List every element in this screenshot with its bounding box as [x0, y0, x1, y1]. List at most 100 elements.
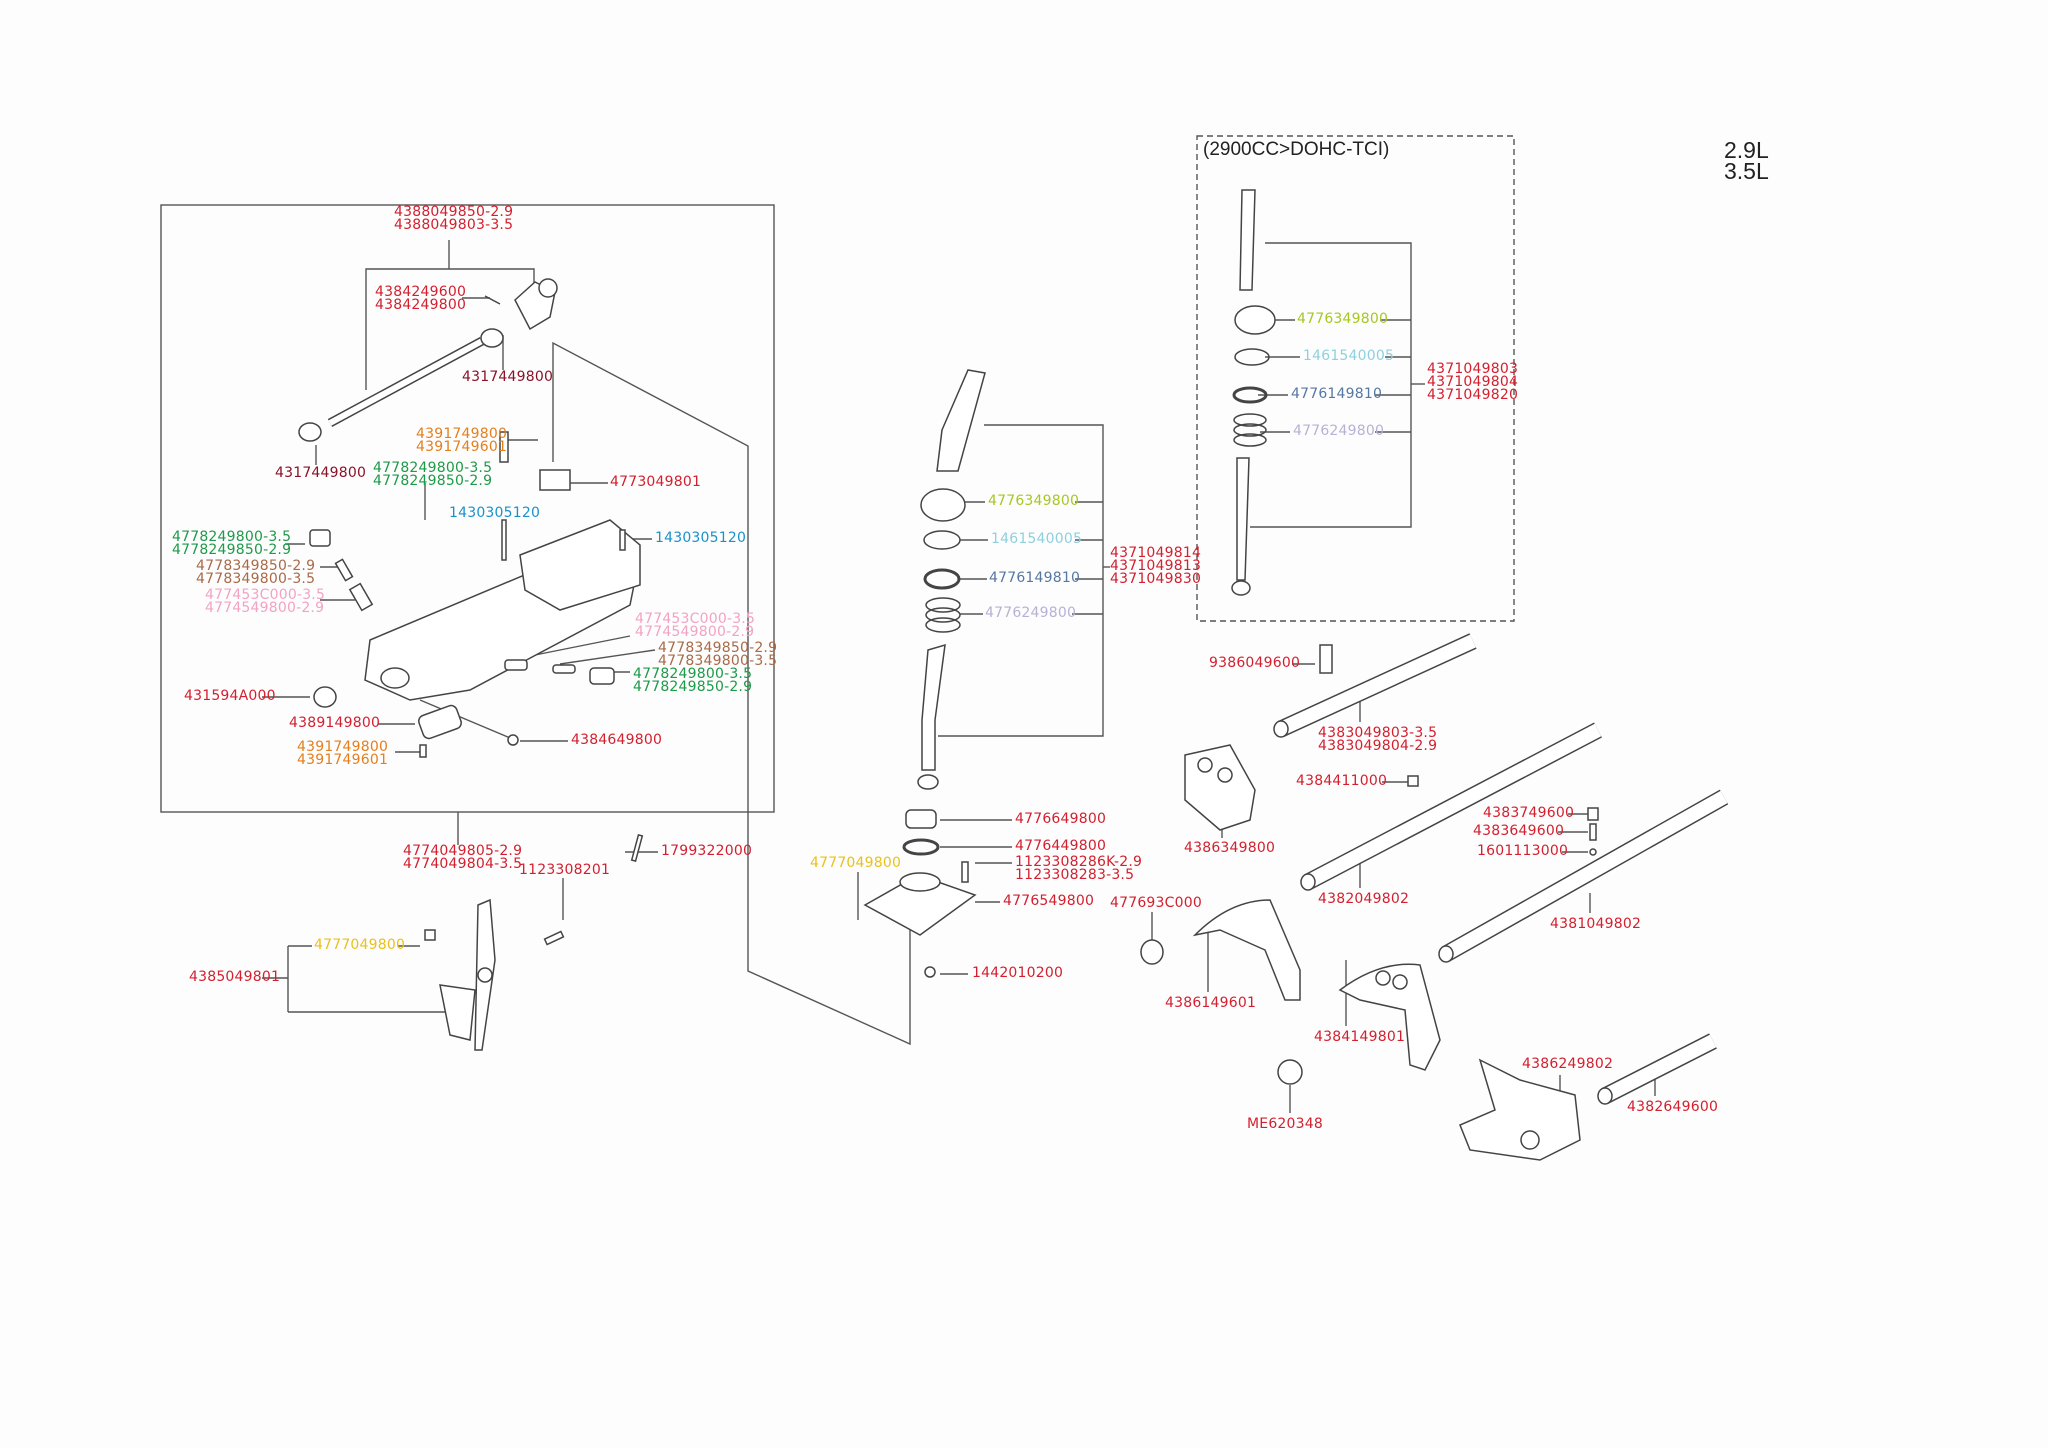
part-number-line: 4371049830 [1110, 571, 1202, 587]
part-label[interactable]: 4383749600 [1483, 805, 1575, 821]
part-number-line: 1123308283-3.5 [1015, 867, 1135, 883]
bush-part [1140, 939, 1164, 965]
bracket-line [365, 268, 535, 390]
part-label[interactable]: 4386349800 [1184, 840, 1276, 856]
part-number-line: 4388049850-2.9 [394, 204, 514, 220]
part-label[interactable]: 4317449800 [462, 369, 554, 385]
part-label[interactable]: 4383649600 [1473, 823, 1565, 839]
part-number-line: 477453C000-3.5 [635, 611, 756, 627]
part-label[interactable]: 4384149801 [1314, 1029, 1406, 1045]
part-number-line: 4384249600 [375, 284, 467, 300]
fork-part [1338, 963, 1441, 1071]
part-number-line: 4388049803-3.5 [394, 217, 514, 233]
part-label[interactable]: 1430305120 [449, 505, 541, 521]
tci-lever-lower-part [1236, 457, 1250, 581]
tci-group-frame [1196, 135, 1515, 622]
section-note: (2900CC>DOHC-TCI) [1203, 139, 1390, 160]
part-label[interactable]: 4382049802 [1318, 891, 1410, 907]
part-label[interactable]: 4776549800 [1003, 893, 1095, 909]
part-label[interactable]: 9386049600 [1209, 655, 1301, 671]
part-label[interactable]: 1461540005 [1303, 348, 1395, 364]
part-label[interactable]: 431594A000 [184, 688, 276, 704]
engine-label: 3.5L [1724, 158, 1769, 184]
fork-part [1459, 1058, 1581, 1161]
part-number-line: 4371049820 [1427, 387, 1519, 403]
part-label[interactable]: 4776349800 [1297, 311, 1389, 327]
part-label[interactable]: 4385049801 [189, 969, 281, 985]
part-number-line: 4778349800-3.5 [658, 653, 778, 669]
part-label[interactable]: 1442010200 [972, 965, 1064, 981]
part-label[interactable]: 4777049800 [314, 937, 406, 953]
part-number-line: 4774049805-2.9 [403, 843, 523, 859]
fork-block-part [1184, 744, 1256, 831]
part-label[interactable]: 4776349800 [988, 493, 1080, 509]
part-label[interactable]: 4384411000 [1296, 773, 1388, 789]
part-number-line: 4774049804-3.5 [403, 856, 523, 872]
part-number-line: 4371049803 [1427, 361, 1519, 377]
part-label[interactable]: 4384649800 [571, 732, 663, 748]
part-number-line: 4778249850-2.9 [172, 542, 292, 558]
part-label[interactable]: 1601113000 [1477, 843, 1569, 859]
part-label[interactable]: 4776149810 [989, 570, 1081, 586]
part-number-line: 4371049813 [1110, 558, 1202, 574]
part-label[interactable]: 4386149601 [1165, 995, 1257, 1011]
part-label[interactable]: 4776249800 [1293, 423, 1385, 439]
part-number-line: 4778349850-2.9 [658, 640, 778, 656]
part-label[interactable]: 477693C000 [1110, 895, 1202, 911]
bracket-line [938, 424, 1104, 737]
part-label[interactable]: 4317449800 [275, 465, 367, 481]
part-number-line: 4778249800-3.5 [172, 529, 292, 545]
part-number-line: 4391749601 [416, 439, 508, 455]
housing-group-frame [160, 204, 775, 813]
part-label[interactable]: 1123308201 [519, 862, 611, 878]
switch-part [1319, 644, 1333, 674]
part-label[interactable]: 4381049802 [1550, 916, 1642, 932]
part-number-line: 4391749800 [416, 426, 508, 442]
part-label[interactable]: 4389149800 [289, 715, 381, 731]
part-number-line: 4371049814 [1110, 545, 1202, 561]
part-label[interactable]: 1430305120 [655, 530, 747, 546]
part-number-line: 477453C000-3.5 [205, 587, 326, 603]
part-label[interactable]: 1799322000 [661, 843, 753, 859]
shift-rails [1277, 633, 1729, 1104]
part-label[interactable]: ME620348 [1247, 1116, 1323, 1132]
part-label[interactable]: 4776649800 [1015, 811, 1107, 827]
part-label[interactable]: 4386249802 [1522, 1056, 1614, 1072]
part-number-line: 4778249850-2.9 [373, 473, 493, 489]
part-label[interactable]: 4776249800 [985, 605, 1077, 621]
part-label[interactable]: 4382649600 [1627, 1099, 1719, 1115]
part-label[interactable]: 1461540005 [991, 531, 1083, 547]
part-label[interactable]: 4773049801 [610, 474, 702, 490]
part-label[interactable]: 4777049800 [810, 855, 902, 871]
boot-part [920, 488, 966, 522]
part-number-line: 4774549800-2.9 [205, 600, 325, 616]
engine-label: 2.9L [1724, 137, 1769, 163]
part-number-line: 4778249800-3.5 [373, 460, 493, 476]
shift-lever-lower-part [921, 643, 946, 771]
part-label[interactable]: 4776149810 [1291, 386, 1383, 402]
part-label[interactable]: 4776449800 [1015, 838, 1107, 854]
part-number-line: 4774549800-2.9 [635, 624, 755, 640]
shift-lever-upper-part [936, 369, 986, 472]
part-number-line: 1123308286K-2.9 [1015, 854, 1143, 870]
engine-variants: 2.9L 3.5L [1724, 137, 1769, 184]
connector-line [552, 341, 911, 1046]
